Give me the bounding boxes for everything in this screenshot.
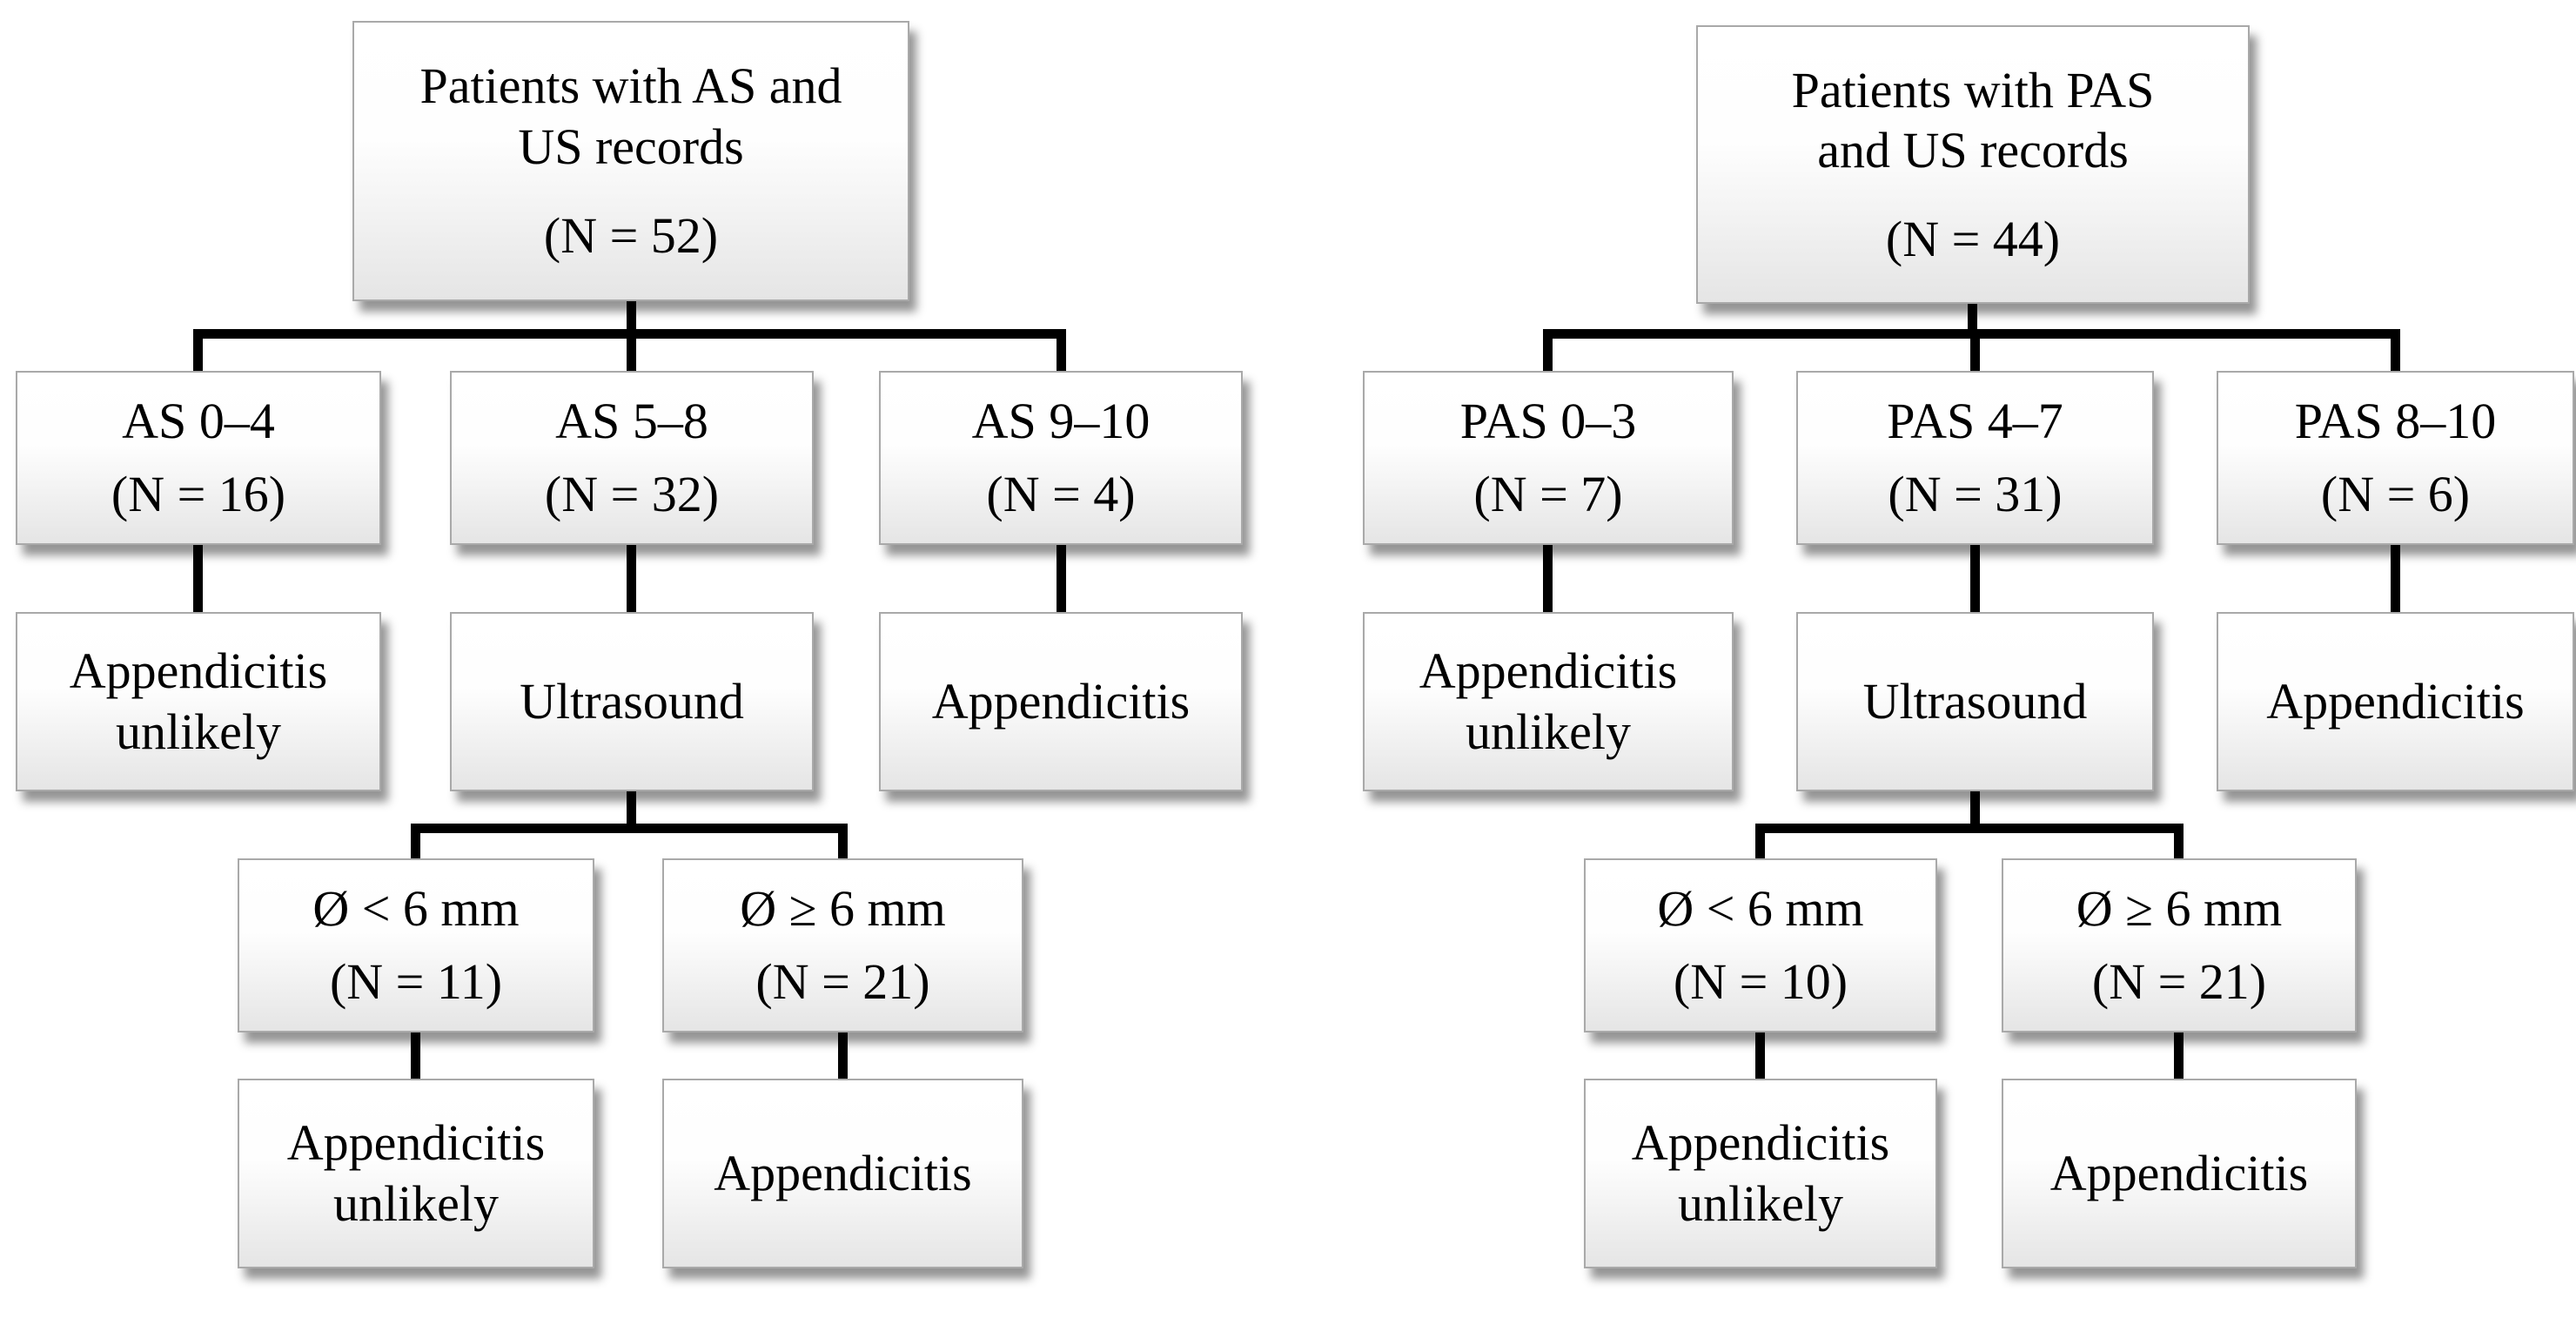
node-label: AS 9–10 <box>971 392 1150 449</box>
connector-as-branch-left <box>193 329 203 371</box>
connector-as-diameter-right <box>838 824 848 858</box>
node-pas-appendicitis-unlikely: Appendicitis unlikely <box>1363 612 1734 791</box>
connector-pas-diameter-bar <box>1755 824 2184 833</box>
connector-pas-branch-left <box>1543 329 1553 371</box>
node-as-diameter-small: Ø < 6 mm (N = 11) <box>238 858 594 1032</box>
node-count: (N = 16) <box>111 466 286 523</box>
node-pas-small-appendicitis-unlikely: Appendicitis unlikely <box>1584 1079 1937 1268</box>
node-label: Patients with AS and US records <box>419 57 842 175</box>
connector-as-large-outcome <box>838 1032 848 1079</box>
connector-as-mid-ultrasound <box>627 545 636 612</box>
node-as-root: Patients with AS and US records (N = 52) <box>352 21 909 301</box>
node-count: (N = 10) <box>1673 953 1848 1011</box>
node-count: (N = 21) <box>2091 953 2267 1011</box>
connector-pas-branch-right <box>2391 329 2400 371</box>
node-count: (N = 44) <box>1885 210 2061 267</box>
node-label: AS 5–8 <box>555 392 708 449</box>
node-label: Ø < 6 mm <box>1657 879 1864 937</box>
node-as-appendicitis: Appendicitis <box>879 612 1243 791</box>
node-pas-appendicitis: Appendicitis <box>2217 612 2574 791</box>
node-label: Appendicitis unlikely <box>1631 1114 1890 1232</box>
connector-pas-diameter-left <box>1755 824 1765 858</box>
node-as-score-0-4: AS 0–4 (N = 16) <box>16 371 381 545</box>
node-as-large-appendicitis: Appendicitis <box>662 1079 1023 1268</box>
connector-as-ultrasound-down <box>627 791 636 833</box>
node-pas-score-0-3: PAS 0–3 (N = 7) <box>1363 371 1734 545</box>
connector-pas-diameter-right <box>2174 824 2184 858</box>
connector-as-small-outcome <box>411 1032 420 1079</box>
node-count: (N = 6) <box>2320 466 2471 523</box>
connector-as-branch-mid <box>627 329 636 371</box>
connector-pas-ultrasound-down <box>1970 791 1980 833</box>
node-label: Patients with PAS and US records <box>1791 61 2155 179</box>
node-label: Ø ≥ 6 mm <box>740 879 946 937</box>
node-pas-root: Patients with PAS and US records (N = 44… <box>1696 25 2250 304</box>
connector-as-diameter-bar <box>411 824 848 833</box>
connector-as-low-outcome <box>193 545 203 612</box>
node-as-ultrasound: Ultrasound <box>450 612 814 791</box>
node-label: PAS 0–3 <box>1459 392 1637 449</box>
node-pas-score-4-7: PAS 4–7 (N = 31) <box>1796 371 2154 545</box>
node-as-appendicitis-unlikely: Appendicitis unlikely <box>16 612 381 791</box>
node-label: Appendicitis unlikely <box>1419 642 1678 760</box>
node-pas-large-appendicitis: Appendicitis <box>2002 1079 2357 1268</box>
node-count: (N = 52) <box>543 207 719 264</box>
node-label: Appendicitis <box>2049 1145 2309 1202</box>
node-count: (N = 7) <box>1473 466 1623 523</box>
node-label: Appendicitis <box>714 1145 972 1202</box>
node-as-score-9-10: AS 9–10 (N = 4) <box>879 371 1243 545</box>
node-pas-diameter-large: Ø ≥ 6 mm (N = 21) <box>2002 858 2357 1032</box>
connector-as-root-down <box>627 301 636 339</box>
connector-pas-small-outcome <box>1755 1032 1765 1079</box>
node-label: AS 0–4 <box>122 392 275 449</box>
node-as-small-appendicitis-unlikely: Appendicitis unlikely <box>238 1079 594 1268</box>
node-label: Ø ≥ 6 mm <box>2076 879 2283 937</box>
node-label: Ultrasound <box>1862 673 2088 730</box>
node-label: Appendicitis <box>931 673 1191 730</box>
connector-pas-low-outcome <box>1543 545 1553 612</box>
connector-pas-high-outcome <box>2391 545 2400 612</box>
node-count: (N = 4) <box>986 466 1136 523</box>
connector-as-diameter-left <box>411 824 420 858</box>
node-count: (N = 11) <box>329 953 503 1011</box>
node-as-diameter-large: Ø ≥ 6 mm (N = 21) <box>662 858 1023 1032</box>
connector-as-high-outcome <box>1057 545 1066 612</box>
node-as-score-5-8: AS 5–8 (N = 32) <box>450 371 814 545</box>
node-pas-diameter-small: Ø < 6 mm (N = 10) <box>1584 858 1937 1032</box>
node-pas-score-8-10: PAS 8–10 (N = 6) <box>2217 371 2574 545</box>
connector-as-branch-right <box>1057 329 1066 371</box>
node-label: PAS 8–10 <box>2294 392 2497 449</box>
node-label: Ultrasound <box>520 673 744 730</box>
connector-pas-mid-ultrasound <box>1970 545 1980 612</box>
node-label: Appendicitis unlikely <box>69 642 328 760</box>
node-count: (N = 31) <box>1888 466 2063 523</box>
connector-pas-branch-mid <box>1970 329 1980 371</box>
node-label: PAS 4–7 <box>1887 392 2063 449</box>
node-label: Ø < 6 mm <box>312 879 520 937</box>
connector-pas-root-down <box>1968 304 1977 339</box>
node-label: Appendicitis <box>2266 673 2525 730</box>
node-label: Appendicitis unlikely <box>286 1114 546 1232</box>
connector-pas-large-outcome <box>2174 1032 2184 1079</box>
node-count: (N = 21) <box>755 953 930 1011</box>
node-pas-ultrasound: Ultrasound <box>1796 612 2154 791</box>
node-count: (N = 32) <box>544 466 720 523</box>
